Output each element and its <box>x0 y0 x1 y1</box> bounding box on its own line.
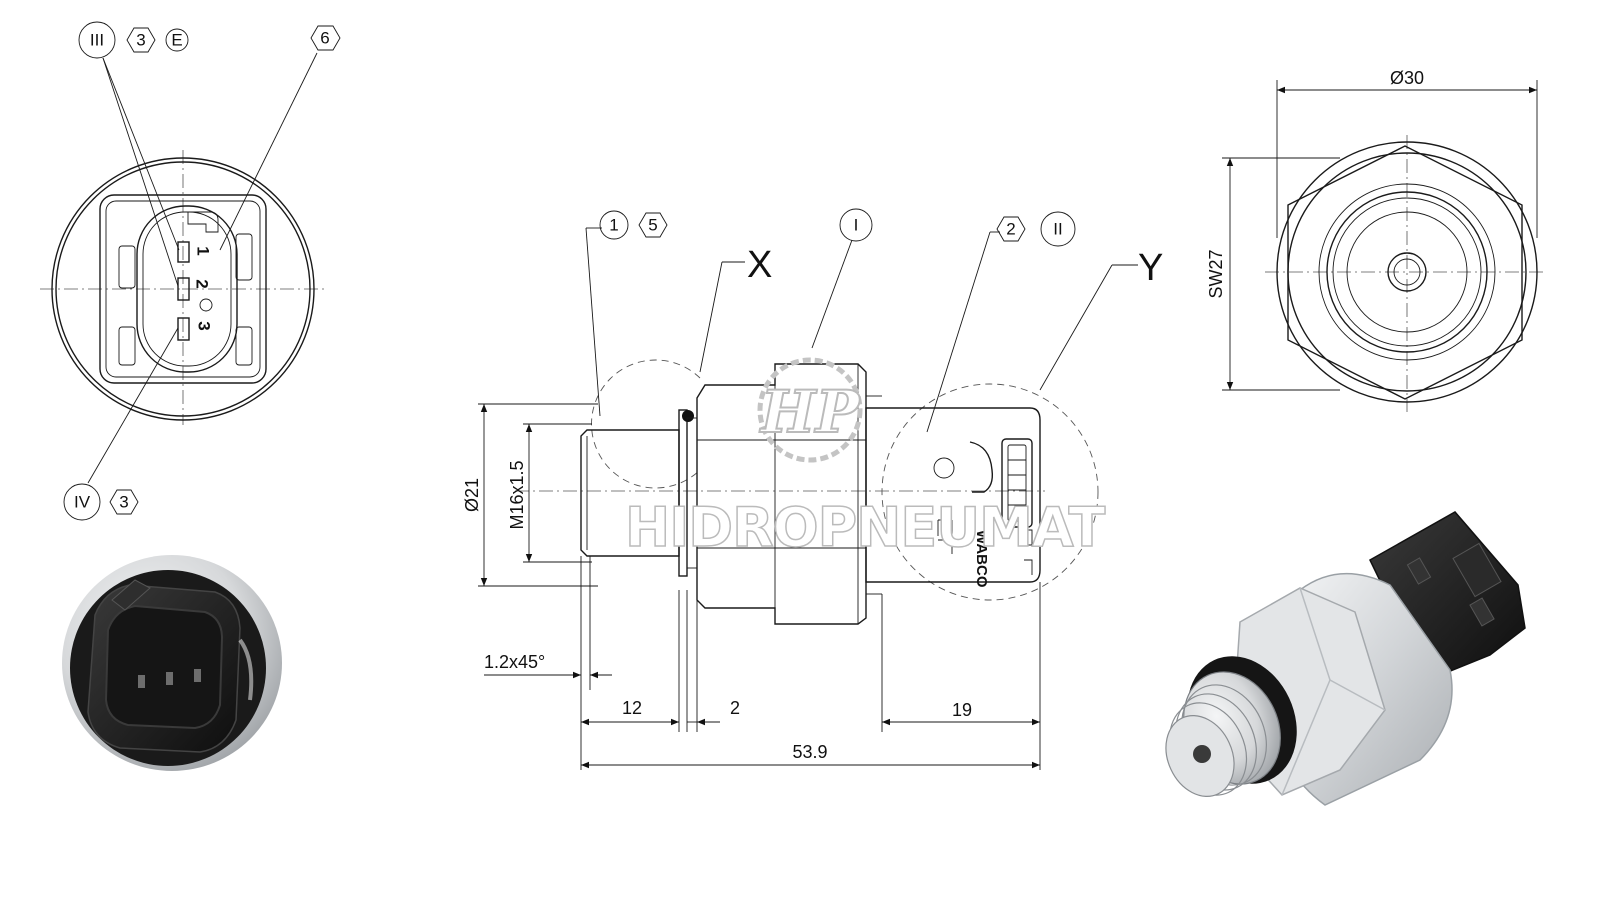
pin-label-2: 2 <box>193 279 212 288</box>
dim-diameter-21: Ø21 <box>462 478 482 512</box>
front-view: 1 2 3 III 3 E 6 IV 3 <box>40 21 341 521</box>
callout-2-hex: 2 <box>996 216 1026 242</box>
callout-3-hex: 3 <box>126 27 156 53</box>
callout-6: 6 <box>310 25 341 51</box>
detail-label-x: X <box>747 244 772 286</box>
callout-3-hex-bottom: 3 <box>109 489 139 515</box>
svg-text:III: III <box>90 31 104 50</box>
watermark: HP HIDROPNEUMAT <box>624 357 1107 560</box>
svg-text:3: 3 <box>119 493 128 512</box>
svg-text:II: II <box>1053 220 1062 239</box>
pin-label-1: 1 <box>194 246 213 255</box>
callout-E: E <box>165 28 189 52</box>
svg-text:5: 5 <box>648 216 657 235</box>
callout-I: I <box>839 208 873 242</box>
dim-thread: M16x1.5 <box>507 460 527 529</box>
watermark-logo: HP <box>759 378 861 446</box>
end-view: Ø30 SW27 <box>1206 68 1545 412</box>
dim-end-diameter: Ø30 <box>1390 68 1424 88</box>
svg-text:3: 3 <box>136 31 145 50</box>
callout-1: 1 <box>599 210 629 240</box>
brand-mark: WABCO <box>973 530 990 588</box>
svg-text:2: 2 <box>1006 220 1015 239</box>
svg-text:1: 1 <box>609 216 618 235</box>
callout-IV: IV <box>63 483 101 521</box>
watermark-text: HIDROPNEUMAT <box>625 496 1105 559</box>
svg-text:IV: IV <box>74 493 91 512</box>
sensor-photo <box>1165 511 1526 806</box>
callout-III: III <box>78 21 116 59</box>
side-view: WABCO Ø21 M16x1.5 1.2x45° 12 2 <box>462 208 1163 770</box>
svg-text:I: I <box>854 216 859 235</box>
dim-chamfer: 1.2x45° <box>484 652 545 672</box>
detail-x-circle <box>591 359 701 489</box>
connector-photo <box>62 555 282 771</box>
dim-12: 12 <box>622 698 642 718</box>
dim-19: 19 <box>952 700 972 720</box>
detail-y-circle <box>881 383 1099 601</box>
svg-text:6: 6 <box>320 29 329 48</box>
svg-text:E: E <box>171 31 182 50</box>
dim-2: 2 <box>730 698 740 718</box>
dim-total: 53.9 <box>792 742 827 762</box>
pin-label-3: 3 <box>195 321 214 330</box>
dim-across-flats: SW27 <box>1206 249 1226 298</box>
detail-label-y: Y <box>1138 247 1163 289</box>
callout-II: II <box>1040 211 1076 247</box>
callout-5-hex: 5 <box>638 212 668 238</box>
